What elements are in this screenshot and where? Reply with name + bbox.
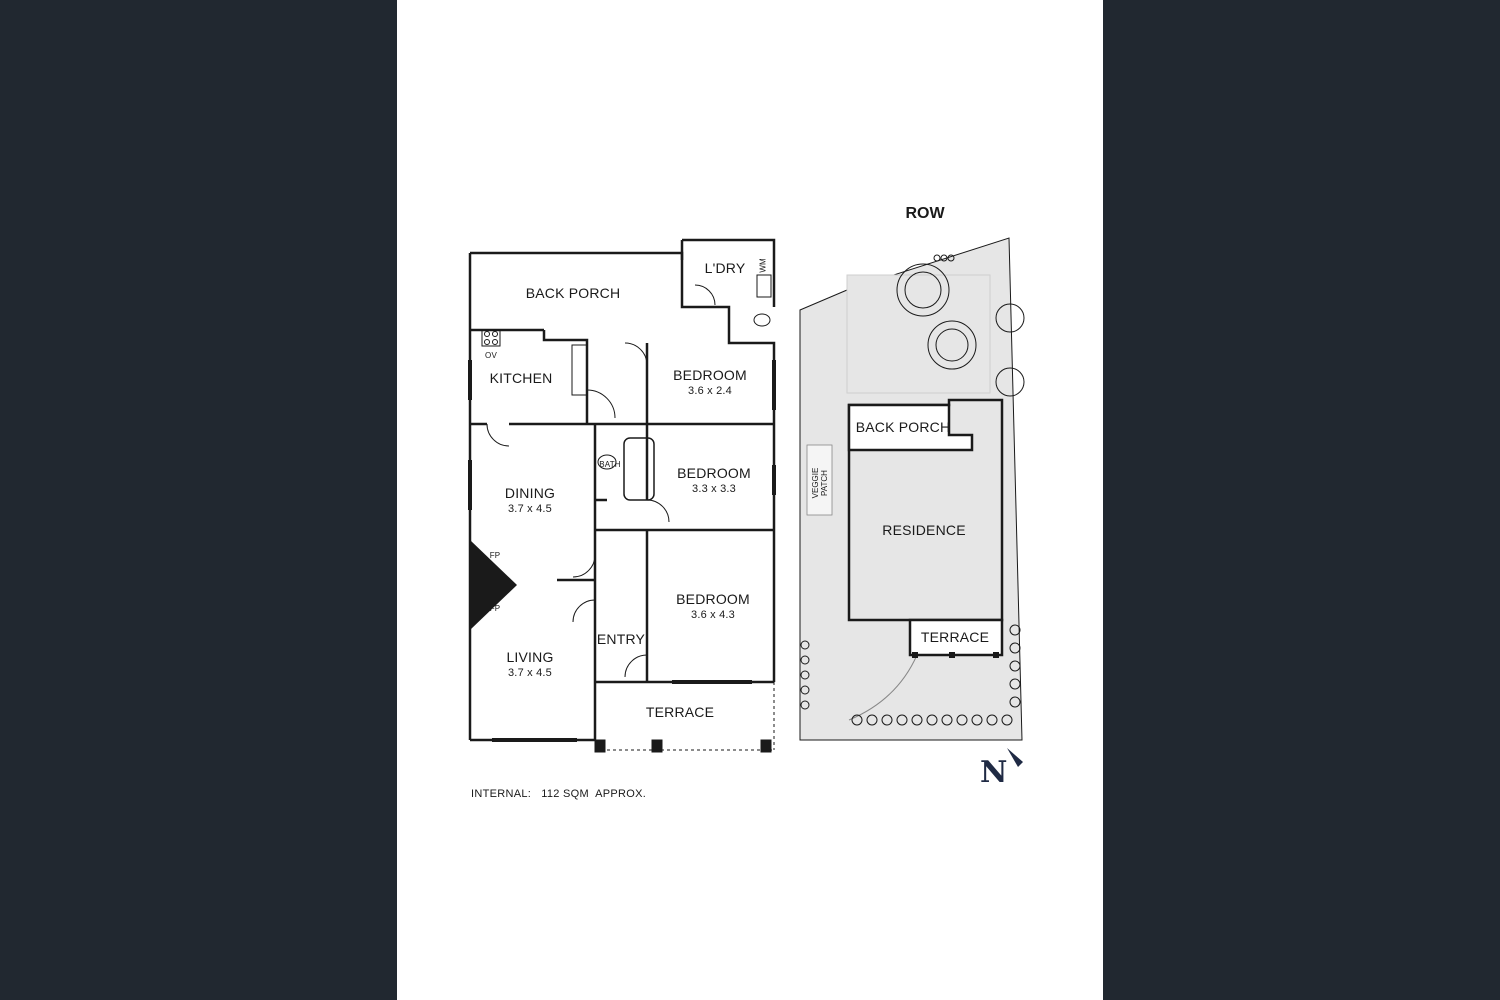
room-label-bath: BATH <box>599 460 621 469</box>
room-name: BEDROOM <box>673 367 747 383</box>
room-dimensions: 3.3 x 3.3 <box>692 483 736 495</box>
floor-plan-sheet: BACK PORCH L'DRY KITCHEN BEDROOM 3.6 x 2… <box>397 0 1103 1000</box>
north-arrow-icon <box>1007 748 1023 767</box>
floor-plan-drawing <box>468 237 1025 767</box>
room-dimensions: 3.7 x 4.5 <box>507 667 552 679</box>
room-label-terrace: TERRACE <box>645 704 715 720</box>
north-letter: N <box>980 755 1008 790</box>
room-name: BEDROOM <box>676 591 750 607</box>
room-name: DINING <box>504 485 556 501</box>
fixture-label-fireplace-top: FP <box>489 551 501 560</box>
site-row-label: ROW <box>905 205 945 222</box>
room-label-entry: ENTRY <box>596 631 646 647</box>
site-label-terrace: TERRACE <box>920 629 990 645</box>
area-suffix: APPROX. <box>595 788 647 800</box>
room-name: LIVING <box>506 649 554 665</box>
room-label-bedroom-3: BEDROOM 3.6 x 4.3 <box>676 591 750 623</box>
room-label-bedroom-2: BEDROOM 3.3 x 3.3 <box>677 465 751 497</box>
doors-and-windows <box>468 284 776 742</box>
shrub-row <box>800 624 1021 726</box>
kitchen-fixtures <box>481 274 772 470</box>
fixture-label-fireplace-bottom: FP <box>489 604 501 613</box>
terrace-outline <box>594 682 775 753</box>
site-label-veggie-patch: VEGGIE PATCH <box>811 467 829 499</box>
room-label-back-porch: BACK PORCH <box>525 285 621 301</box>
room-label-bedroom-1: BEDROOM 3.6 x 2.4 <box>673 367 747 399</box>
room-label-dining: DINING 3.7 x 4.5 <box>505 485 555 517</box>
fixture-label-washing-machine: WM <box>758 258 768 273</box>
site-label-residence: RESIDENCE <box>882 522 966 538</box>
room-dimensions: 3.6 x 2.4 <box>688 385 732 397</box>
area-value: 112 SQM <box>541 788 589 800</box>
area-label: INTERNAL: <box>471 788 532 800</box>
room-label-living: LIVING 3.7 x 4.5 <box>506 649 553 681</box>
room-dimensions: 3.6 x 4.3 <box>691 609 735 621</box>
site-plan-drawing <box>799 237 1025 741</box>
room-label-kitchen: KITCHEN <box>489 370 553 386</box>
fixture-label-oven: OV <box>485 351 497 360</box>
internal-area-note: INTERNAL: 112 SQM APPROX. <box>471 788 646 800</box>
room-dimensions: 3.7 x 4.5 <box>507 503 552 515</box>
site-label-back-porch: BACK PORCH <box>855 419 951 435</box>
room-label-laundry: L'DRY <box>704 260 746 276</box>
fireplace <box>470 540 517 630</box>
room-name: BEDROOM <box>677 465 751 481</box>
